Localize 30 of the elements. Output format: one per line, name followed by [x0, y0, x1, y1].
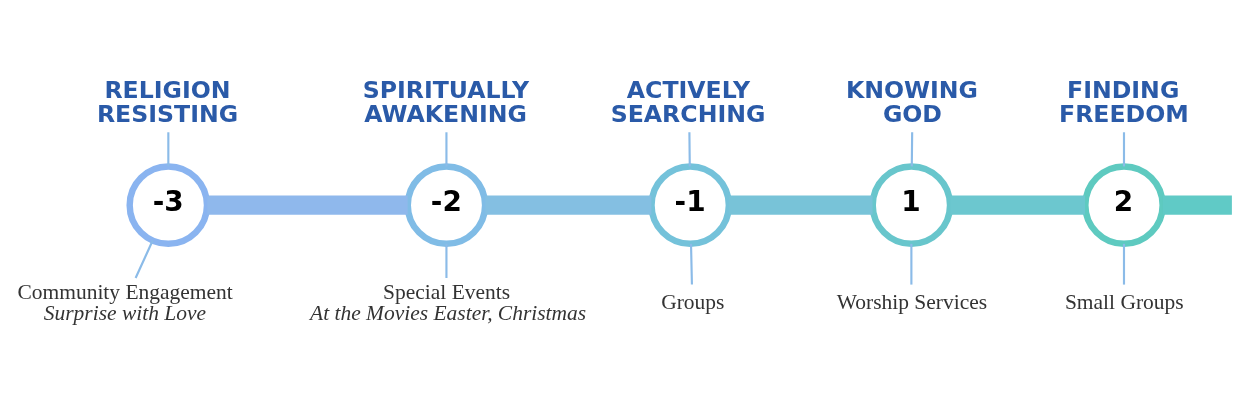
connector: [1122, 243, 1126, 285]
node-text: Community Engagement Surprise with Love: [17, 279, 233, 325]
node-circle: -2: [404, 162, 489, 247]
node-circle: -1: [648, 162, 733, 247]
node-text: Special Events At the Movies Easter, Christmas: [310, 279, 587, 325]
node-text: SPIRITUALLY AWAKENING: [362, 75, 530, 128]
connector: [910, 131, 914, 166]
connector: [910, 243, 913, 285]
connector: [729, 195, 873, 215]
node-text: FINDING FREEDOM: [1059, 75, 1189, 128]
node-text: KNOWING GOD: [845, 75, 978, 128]
node-text: Small Groups: [1064, 289, 1184, 314]
connector: [167, 131, 170, 166]
node-circle: 1: [869, 162, 954, 247]
connector: [485, 195, 652, 215]
node-text: RELIGION RESISTING: [96, 75, 239, 128]
connector: [950, 195, 1085, 215]
node-text: ACTIVELY SEARCHING: [610, 75, 766, 128]
connector: [1122, 131, 1126, 166]
connector: [445, 131, 448, 166]
connector: [207, 195, 408, 215]
connector: [688, 131, 691, 166]
connector: [134, 239, 154, 278]
node-circle: -3: [126, 162, 211, 247]
connector: [689, 243, 693, 285]
connector: [445, 243, 448, 278]
connector: [1162, 195, 1232, 215]
node-text: Worship Services: [836, 289, 988, 314]
node-circle: 2: [1082, 162, 1166, 247]
node-text: Groups: [661, 289, 725, 314]
